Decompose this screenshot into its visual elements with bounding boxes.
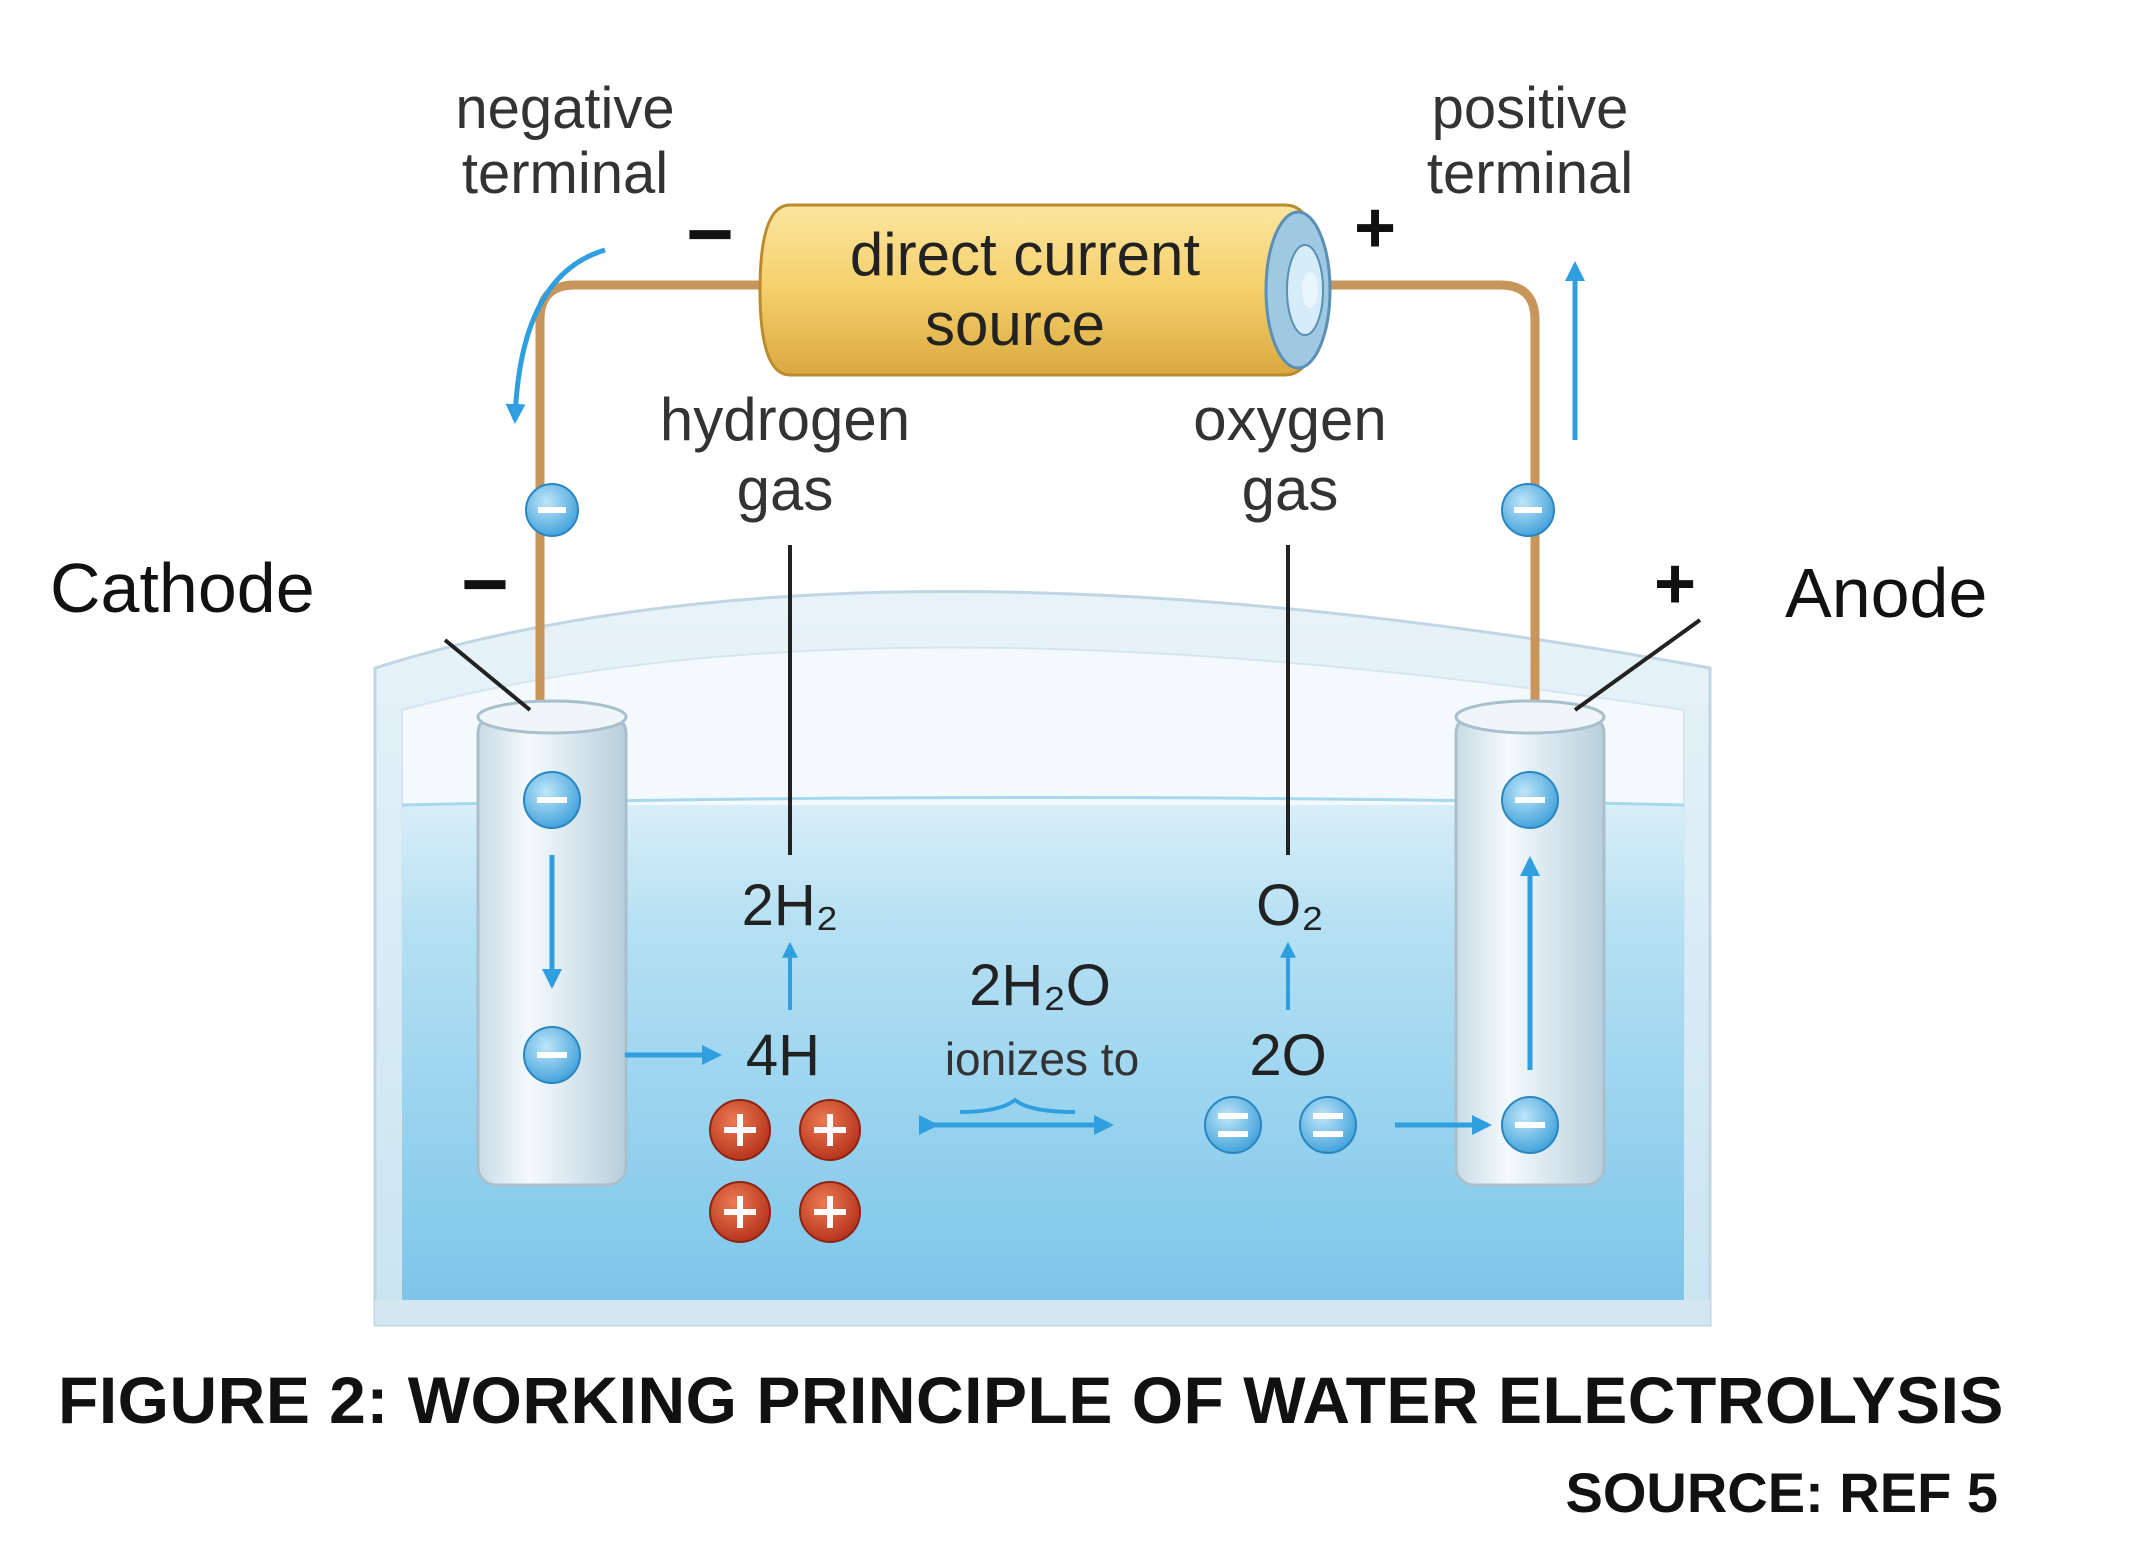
oxygen-gas-label-1: oxygen [1193,386,1386,453]
electron-icon [525,483,579,537]
proton-icon [709,1099,771,1161]
electron-icon [523,771,581,829]
anode-sign: + [1654,544,1696,624]
o2-label: O₂ [1256,873,1324,938]
hydrogen-gas-label-2: gas [737,456,834,523]
electron-flow-arrow-left [505,247,606,424]
electron-icon [523,1026,581,1084]
electron-icon [1501,1096,1559,1154]
source-label-1: direct current [850,221,1200,288]
positive-sign: + [1354,188,1396,268]
two-o-label: 2O [1249,1023,1326,1088]
positive-terminal-label-1: positive [1432,76,1629,141]
figure-source: SOURCE: REF 5 [1565,1461,1999,1524]
proton-icon [799,1181,861,1243]
negative-sign: − [686,189,734,280]
four-h-label: 4H [746,1023,820,1088]
direct-current-source [758,203,1332,377]
anode-label: Anode [1785,554,1988,632]
negative-terminal-label-1: negative [455,76,674,141]
anode-pointer-line [1573,618,1702,712]
proton-icon [709,1181,771,1243]
cathode-sign: − [461,539,509,630]
negative-terminal-label-2: terminal [462,141,668,206]
proton-icon [799,1099,861,1161]
electron-icon [1501,483,1555,537]
cathode-pointer-line [443,638,532,712]
ionization-double-arrow [919,1097,1114,1135]
h2-label: 2H₂ [742,873,839,938]
cathode-label: Cathode [50,549,315,627]
oxygen-ion-icon [1299,1096,1357,1154]
positive-terminal-label-2: terminal [1427,141,1633,206]
oxygen-gas-label-2: gas [1242,456,1339,523]
source-label-2: source [925,291,1105,358]
figure-title: FIGURE 2: WORKING PRINCIPLE OF WATER ELE… [58,1363,2004,1437]
hydrogen-gas-label-1: hydrogen [660,386,910,453]
ionizes-to-label: ionizes to [945,1033,1139,1085]
oxygen-ion-icon [1204,1096,1262,1154]
water-formula-label: 2H₂O [969,953,1111,1018]
electron-icon [1501,771,1559,829]
